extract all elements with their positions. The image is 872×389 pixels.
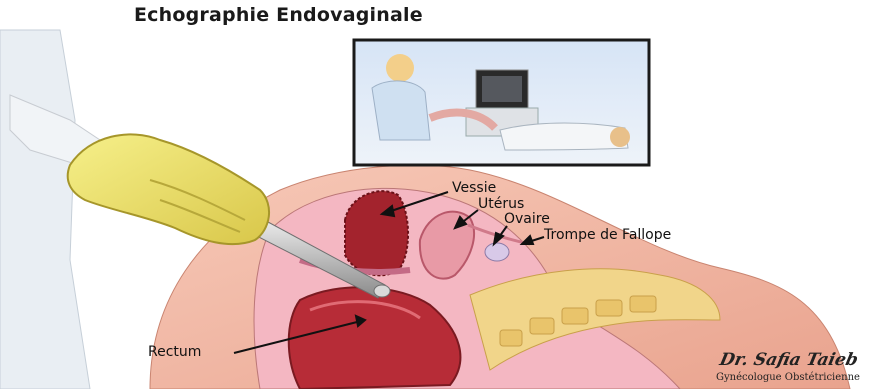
label-rectum: Rectum [148,344,201,360]
signature-name: Dr. Safia Taieb [718,350,860,370]
label-trompe: Trompe de Fallope [544,227,671,243]
label-uterus: Utérus [478,196,524,212]
gown [0,30,90,389]
gloved-hand [68,134,269,244]
signature-role: Gynécologue Obstétricienne [716,372,860,383]
page-title: Echographie Endovaginale [134,4,423,26]
inset-exam-scene [354,40,649,165]
label-ovaire: Ovaire [504,211,550,227]
label-vessie: Vessie [452,180,496,196]
bladder [345,191,408,275]
ovary [485,243,509,261]
